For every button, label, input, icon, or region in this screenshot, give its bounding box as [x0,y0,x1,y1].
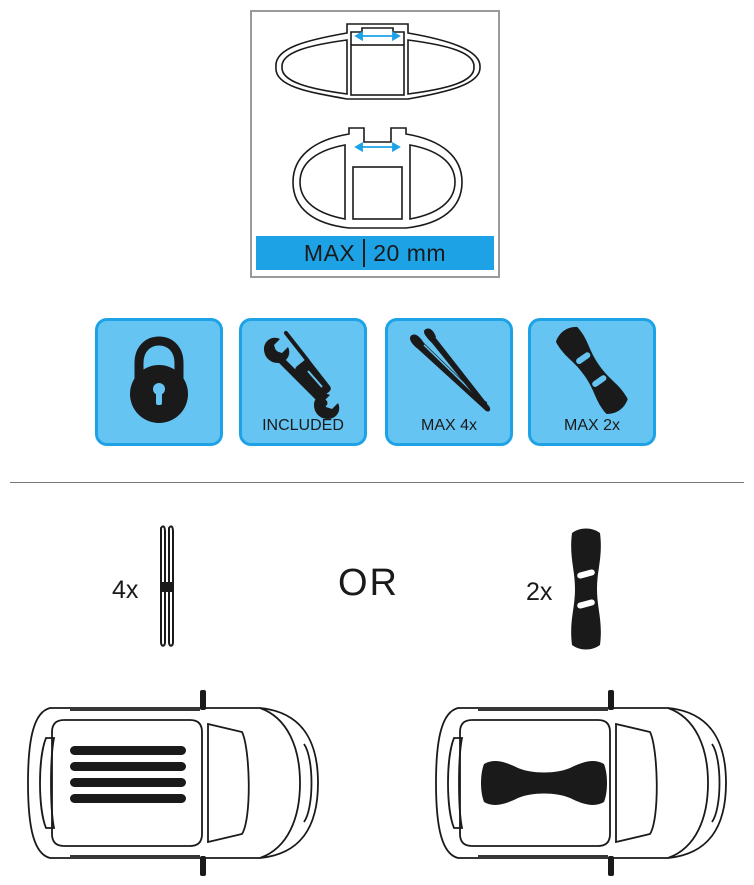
padlock-icon [130,336,188,423]
bar-profile-diagram [275,23,481,229]
bar-profile-panel: MAX 20 mm [250,10,500,278]
tools-icon [264,331,340,419]
max-label: MAX [303,239,356,266]
mirror-left [608,690,614,710]
feature-tile-snowboard: MAX 2x [528,318,656,446]
feature-label-tools: INCLUDED [262,417,344,434]
snowboard-single-icon [571,528,601,650]
or-separator: OR [338,562,399,604]
ski-count: 4x [112,576,139,604]
feature-tile-skis: MAX 4x [385,318,513,446]
snowboard-on-roof [481,761,607,805]
section-divider [10,482,744,483]
car-with-snowboard [435,690,727,876]
snowboard-count: 2x [526,578,553,606]
car-with-skis [27,690,319,876]
skis-icon [410,328,491,412]
mirror-left [200,690,206,710]
feature-label-skis: MAX 4x [420,417,477,434]
mirror-right [200,856,206,876]
skis-on-roof [70,746,186,803]
screwdriver-icon [284,331,331,399]
oval-profile [292,127,463,229]
feature-tile-lock [95,318,223,446]
slot-width-arrow [354,30,401,42]
aero-profile [275,23,481,100]
feature-label-snowboard: MAX 2x [563,417,620,434]
feature-tile-tools: INCLUDED [239,318,367,446]
max-slot-width-bar: MAX 20 mm [256,236,494,270]
mirror-right [608,856,614,876]
slot-width-arrow [354,141,401,153]
max-value: 20 mm [373,239,447,266]
snowboard-icon [555,326,628,414]
skis-pair-icon [160,525,174,647]
max-separator [363,239,366,267]
